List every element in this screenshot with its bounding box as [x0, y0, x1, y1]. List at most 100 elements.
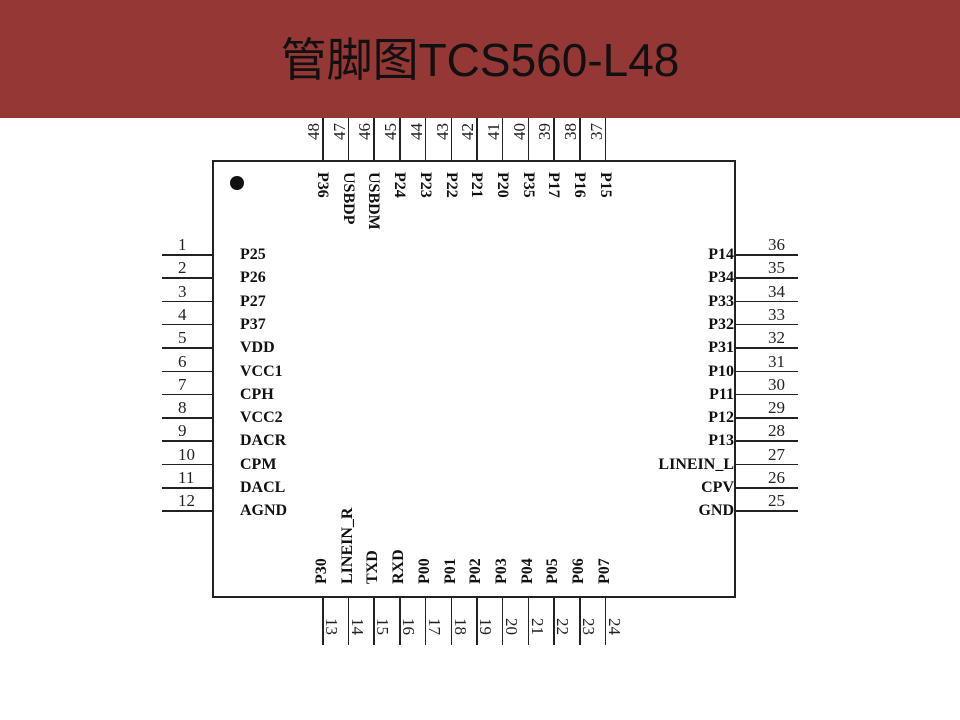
pin-number: 31 — [768, 351, 785, 371]
pin-line — [450, 118, 452, 160]
pin-number: 40 — [509, 123, 529, 140]
pin-label: P21 — [468, 172, 486, 198]
pin-label: P23 — [416, 172, 434, 198]
pin-line — [476, 118, 478, 160]
pin-label: P04 — [518, 558, 536, 584]
pin-line — [476, 598, 478, 645]
pin-number: 10 — [178, 444, 195, 464]
pin-label: P25 — [240, 246, 266, 263]
pin-label: P02 — [467, 558, 485, 584]
pin-number: 8 — [178, 398, 187, 418]
pin-line — [373, 118, 375, 160]
pin-label: RXD — [390, 549, 408, 584]
pin-number: 27 — [768, 444, 785, 464]
pin-number: 44 — [406, 123, 426, 140]
pin-number: 5 — [178, 328, 187, 348]
pin1-marker-dot — [230, 176, 244, 190]
pin-label: CPH — [240, 385, 274, 403]
pin-line — [736, 510, 798, 512]
pin-number: 7 — [178, 374, 187, 394]
pin-label: P20 — [493, 172, 511, 198]
pin-label: VCC2 — [240, 409, 283, 427]
pin-label: P24 — [391, 172, 409, 198]
pin-label: P06 — [570, 558, 587, 584]
pin-label: TXD — [364, 550, 382, 584]
pin-label: P31 — [708, 339, 734, 357]
pin-number: 24 — [604, 618, 624, 635]
pin-line — [736, 440, 798, 442]
pin-number: 1 — [178, 235, 187, 254]
pin-label: P35 — [519, 172, 537, 198]
pin-label: AGND — [240, 502, 288, 520]
pin-line — [527, 118, 530, 160]
pin-number: 26 — [768, 468, 785, 487]
pin-label: P33 — [708, 292, 734, 310]
pin-line — [736, 463, 798, 466]
pin-label: P07 — [595, 558, 613, 584]
pin-number: 3 — [178, 281, 187, 301]
pin-number: 4 — [178, 304, 187, 324]
pin-number: 12 — [178, 491, 195, 511]
pin-number: 9 — [178, 421, 187, 441]
pin-line — [736, 417, 798, 419]
pin-line — [162, 277, 212, 279]
pin-label: P27 — [240, 292, 266, 310]
pin-line — [736, 300, 798, 303]
pin-line — [162, 463, 212, 466]
pin-line — [736, 254, 798, 256]
pin-label: P37 — [240, 315, 266, 333]
pin-line — [450, 598, 452, 645]
pin-line — [162, 417, 212, 419]
pin-number: 6 — [178, 351, 187, 371]
pin-number: 2 — [178, 258, 187, 278]
pin-line — [553, 118, 555, 160]
pin-label: CPM — [240, 455, 277, 473]
pin-number: 37 — [586, 123, 606, 140]
pin-label: USBDM — [365, 172, 383, 230]
pin-number: 48 — [304, 123, 323, 140]
pin-line — [162, 487, 212, 489]
pin-label: P26 — [240, 269, 266, 287]
pin-line — [736, 323, 798, 326]
pin-line — [162, 323, 212, 326]
pin-line — [604, 118, 607, 160]
pin-line — [736, 370, 798, 372]
pin-label: P01 — [441, 558, 459, 584]
pin-number: 16 — [399, 618, 419, 635]
pin-line — [424, 118, 427, 160]
pin-label: P32 — [708, 315, 734, 333]
pin-label: LINEIN_R — [338, 507, 356, 584]
pin-line — [736, 277, 798, 279]
pin-line — [162, 510, 212, 512]
pin-number: 15 — [373, 618, 393, 635]
pin-line — [736, 347, 798, 349]
pin-number: 21 — [527, 618, 547, 635]
pin-number: 39 — [535, 123, 555, 140]
pin-number: 25 — [768, 491, 785, 511]
pin-number: 42 — [458, 123, 478, 140]
pin-label: P13 — [708, 432, 734, 450]
pin-label: P22 — [442, 172, 460, 198]
pin-label: USBDP — [339, 172, 357, 225]
pin-number: 29 — [768, 398, 785, 418]
pin-number: 28 — [768, 421, 785, 441]
chip-body — [212, 160, 736, 598]
pin-number: 34 — [768, 281, 785, 301]
pin-number: 11 — [178, 468, 195, 487]
title-bar — [0, 0, 960, 118]
pin-number: 30 — [768, 374, 785, 394]
pin-line — [347, 118, 350, 160]
pin-number: 45 — [381, 123, 401, 140]
pin-number: 17 — [424, 618, 444, 635]
pin-label: CPV — [701, 479, 734, 496]
pin-label: P12 — [708, 409, 734, 427]
pin-number: 35 — [768, 258, 785, 278]
pin-line — [322, 598, 324, 645]
pin-line — [162, 347, 212, 349]
pin-line — [162, 370, 212, 372]
pin-number: 33 — [768, 304, 785, 324]
pin-line — [736, 393, 798, 396]
pin-line — [579, 118, 581, 160]
pin-number: 47 — [329, 123, 349, 140]
pin-line — [399, 118, 401, 160]
